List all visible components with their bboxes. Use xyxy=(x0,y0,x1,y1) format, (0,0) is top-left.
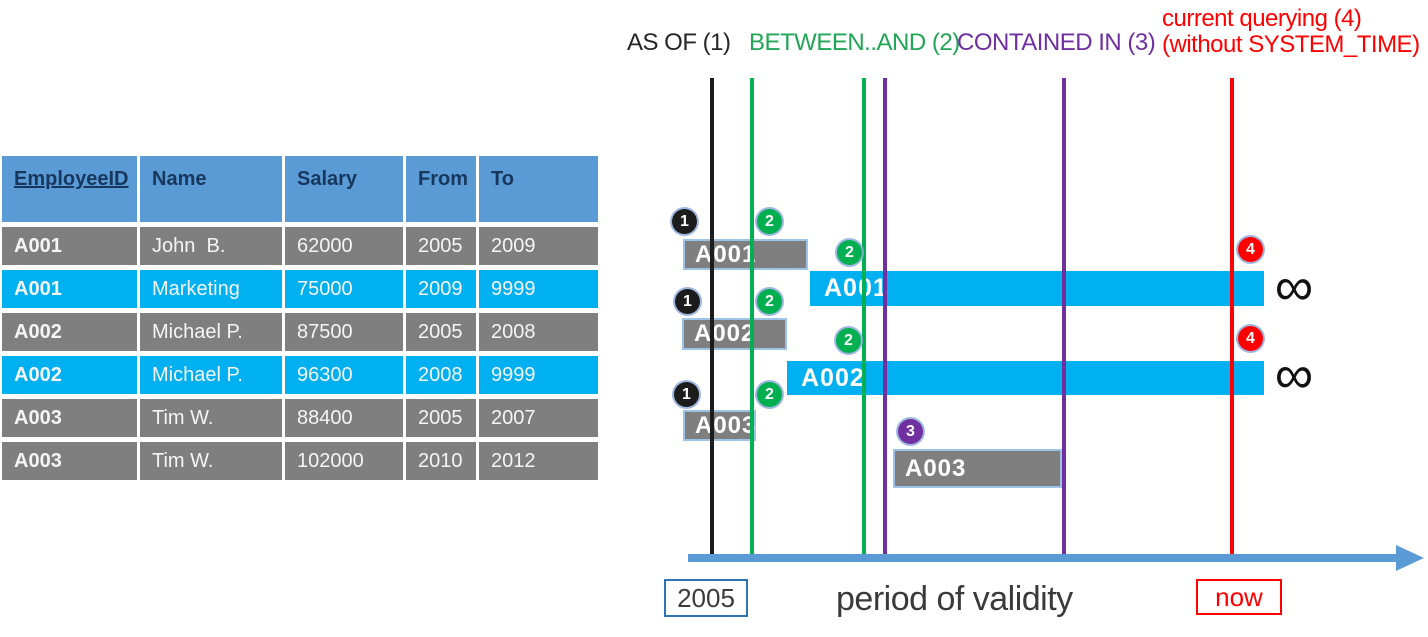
cell-salary: 75000 xyxy=(285,270,403,308)
cell-name: Michael P. xyxy=(140,356,282,394)
now-box: now xyxy=(1196,579,1282,615)
column-header-salary: Salary xyxy=(285,156,403,222)
cell-name: Michael P. xyxy=(140,313,282,351)
cell-employee_id: A002 xyxy=(2,356,137,394)
start-year-box: 2005 xyxy=(664,579,748,617)
cell-from: 2010 xyxy=(406,442,476,480)
cell-salary: 87500 xyxy=(285,313,403,351)
cell-to: 9999 xyxy=(479,356,598,394)
legend-contained-in: CONTAINED IN (3) xyxy=(957,29,1156,56)
cell-name: Marketing xyxy=(140,270,282,308)
legend-current-querying: current querying (4) (without SYSTEM_TIM… xyxy=(1162,6,1420,58)
query-badge-1: 1 xyxy=(675,289,700,314)
cell-to: 2012 xyxy=(479,442,598,480)
between-end-line xyxy=(862,78,866,556)
time-axis-arrowhead xyxy=(1396,545,1424,571)
time-axis xyxy=(688,554,1400,562)
cell-name: Tim W. xyxy=(140,399,282,437)
column-header-from: From xyxy=(406,156,476,222)
column-header-employeeid: EmployeeID xyxy=(2,156,137,222)
cell-from: 2005 xyxy=(406,227,476,265)
cell-to: 9999 xyxy=(479,270,598,308)
cell-from: 2009 xyxy=(406,270,476,308)
infinity-icon: ∞ xyxy=(1274,345,1314,405)
query-badge-2: 2 xyxy=(757,209,782,234)
cell-employee_id: A003 xyxy=(2,399,137,437)
validity-bar-a002-gray: A002 xyxy=(682,318,787,350)
legend-as-of: AS OF (1) xyxy=(627,29,731,56)
contained-end-line xyxy=(1062,78,1066,556)
cell-salary: 96300 xyxy=(285,356,403,394)
cell-salary: 88400 xyxy=(285,399,403,437)
query-badge-2: 2 xyxy=(757,289,782,314)
now-line xyxy=(1230,78,1234,556)
contained-start-line xyxy=(883,78,887,556)
cell-salary: 62000 xyxy=(285,227,403,265)
validity-bar-a001-gray: A001 xyxy=(683,239,808,270)
cell-name: John B. xyxy=(140,227,282,265)
validity-bar-a001-cyan: A001 xyxy=(810,271,1264,306)
query-badge-2: 2 xyxy=(757,382,782,407)
query-badge-3: 3 xyxy=(898,419,923,444)
axis-label: period of validity xyxy=(836,580,1073,618)
legend-current-querying-line1: current querying (4) xyxy=(1162,5,1362,32)
cell-to: 2007 xyxy=(479,399,598,437)
query-badge-2: 2 xyxy=(836,328,861,353)
cell-employee_id: A001 xyxy=(2,270,137,308)
cell-employee_id: A001 xyxy=(2,227,137,265)
cell-name: Tim W. xyxy=(140,442,282,480)
validity-bar-a002-cyan: A002 xyxy=(787,361,1264,395)
between-start-line xyxy=(750,78,754,556)
cell-employee_id: A002 xyxy=(2,313,137,351)
query-badge-1: 1 xyxy=(674,382,699,407)
cell-employee_id: A003 xyxy=(2,442,137,480)
legend-current-querying-line2: (without SYSTEM_TIME) xyxy=(1162,31,1420,58)
query-badge-4: 4 xyxy=(1238,237,1263,262)
column-header-to: To xyxy=(479,156,598,222)
cell-from: 2005 xyxy=(406,313,476,351)
query-badge-2: 2 xyxy=(837,240,862,265)
cell-from: 2008 xyxy=(406,356,476,394)
validity-bar-a003-gray: A003 xyxy=(683,410,756,441)
query-badge-4: 4 xyxy=(1238,326,1263,351)
cell-from: 2005 xyxy=(406,399,476,437)
infinity-icon: ∞ xyxy=(1274,257,1314,317)
as-of-line xyxy=(710,78,714,556)
legend-between-and: BETWEEN..AND (2) xyxy=(749,29,960,56)
query-badge-1: 1 xyxy=(672,209,697,234)
validity-bar-a003-gray: A003 xyxy=(893,449,1062,488)
column-header-name: Name xyxy=(140,156,282,222)
cell-salary: 102000 xyxy=(285,442,403,480)
cell-to: 2009 xyxy=(479,227,598,265)
cell-to: 2008 xyxy=(479,313,598,351)
